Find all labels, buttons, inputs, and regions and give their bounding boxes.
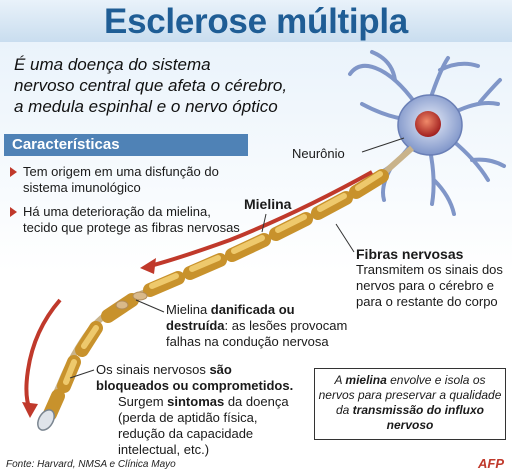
axon-end — [37, 409, 55, 431]
neuron-nucleus — [415, 111, 441, 137]
afp-logo: AFP — [478, 456, 504, 471]
bullet-text: Tem origem em uma disfunção do sistema i… — [23, 164, 219, 195]
neuronio-label: Neurônio — [292, 146, 345, 161]
danif-post: : as lesões provocam falhas na condução … — [166, 318, 348, 349]
intro-line-3: a medula espinhal e o nervo óptico — [14, 97, 278, 116]
title-bar: Esclerose múltipla — [0, 0, 512, 43]
danif-bold: danificada ou destruída — [166, 302, 295, 333]
sinais-bold: são bloqueados ou comprometidos. — [96, 362, 294, 393]
bullet-arrow-icon — [10, 207, 17, 217]
damaged-myelin — [115, 291, 148, 310]
danif-pre: Mielina — [166, 302, 211, 317]
fibras-text: Transmitem os sinais dos nervos para o c… — [356, 262, 503, 309]
bullet-text: Há uma deterioração da mielina, tecido q… — [23, 204, 240, 235]
signal-arrow-top — [149, 170, 373, 268]
symptoms-text: Surgem sintomas da doença (perda de apti… — [96, 394, 306, 458]
info-pre: A — [334, 373, 346, 387]
bullet-item: Tem origem em uma disfunção do sistema i… — [10, 164, 240, 196]
source-credit: Fonte: Harvard, NMSA e Clínica Mayo — [6, 459, 176, 470]
info-mid: envolve e isola os nervos para preservar… — [318, 373, 502, 417]
characteristics-header: Características — [4, 134, 248, 156]
sinais-pre: Os sinais nervosos — [96, 362, 210, 377]
intro-line-2: nervoso central que afeta o cérebro, — [14, 76, 288, 95]
surgem-bold: sintomas — [167, 394, 225, 409]
myelin-info-box: A mielina envolve e isola os nervos para… — [314, 368, 506, 440]
info-mielina: mielina — [345, 373, 387, 387]
intro-text: É uma doença do sistema nervoso central … — [14, 54, 324, 117]
surgem-post: da doença (perda de aptidão física, redu… — [118, 394, 289, 457]
mielina-pointer — [261, 213, 267, 233]
danif-pointer — [135, 299, 165, 313]
info-bold: transmissão do influxo nervoso — [352, 403, 485, 432]
intro-line-1: É uma doença do sistema — [14, 55, 211, 74]
bullet-item: Há uma deterioração da mielina, tecido q… — [10, 204, 240, 236]
fibras-pointer — [335, 223, 355, 253]
bullet-arrow-icon — [10, 167, 17, 177]
mielina-label: Mielina — [244, 196, 292, 212]
page-title: Esclerose múltipla — [104, 2, 408, 41]
surgem-pre: Surgem — [118, 394, 168, 409]
fibras-title: Fibras nervosas — [356, 246, 464, 262]
damaged-myelin-label: Mielina danificada ou destruída: as lesõ… — [166, 302, 356, 350]
sinais-pointer — [69, 369, 95, 379]
signal-arrow-left — [24, 298, 62, 411]
signals-label: Os sinais nervosos são bloqueados ou com… — [96, 362, 306, 458]
neuronio-pointer — [361, 137, 405, 153]
